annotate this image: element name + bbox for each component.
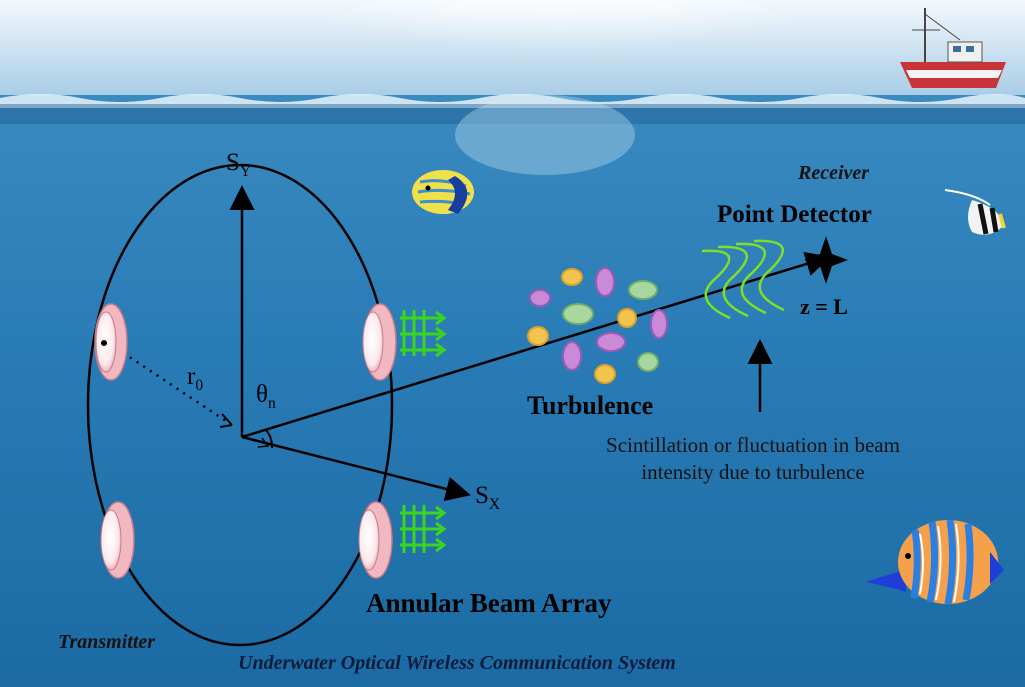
system-title: Underwater Optical Wireless Communicatio… [238, 652, 676, 674]
moorish-idol-fish-icon [944, 189, 1006, 235]
annular-ring [86, 163, 394, 647]
beam-arrows-bottom [400, 505, 447, 553]
fishing-boat-icon [900, 8, 1006, 88]
radius-label: r0 [187, 364, 203, 394]
angle-base: θ [256, 381, 268, 408]
turbulence-eddies [527, 267, 668, 384]
receiver-label: Receiver [798, 162, 870, 184]
z-distance-label: z = L [800, 294, 848, 319]
radius-sub: 0 [195, 377, 204, 394]
lens-top-right [362, 303, 397, 381]
scintillation-wavefronts [701, 239, 785, 320]
sx-axis [241, 435, 471, 502]
angle-sub: n [267, 395, 276, 412]
lens-bottom-left [100, 501, 135, 579]
sx-axis-label: SX [475, 483, 500, 513]
light-ray [455, 95, 635, 175]
sy-axis-sub: Y [239, 163, 252, 180]
four-point-star-icon [804, 236, 848, 284]
lens-bottom-right [358, 501, 393, 579]
radius-base: r [187, 363, 196, 390]
transmitter-label: Transmitter [58, 631, 156, 653]
angelfish-icon [412, 170, 474, 214]
sun-glow [320, 0, 800, 100]
sx-axis-base: S [475, 482, 489, 509]
beam-path-line [241, 251, 831, 439]
sy-axis-label: SY [226, 150, 251, 180]
point-detector-label: Point Detector [717, 201, 872, 228]
radius-arrow [219, 413, 233, 428]
surface-shadow [0, 104, 1025, 124]
beam-arrows-top [400, 310, 447, 358]
butterfly-fish-icon [866, 519, 1004, 605]
water-surface-wave [0, 94, 1025, 108]
turbulence-label: Turbulence [527, 391, 654, 420]
sx-axis-sub: X [488, 496, 501, 513]
angle-marker [257, 437, 270, 448]
angle-arc [265, 429, 274, 449]
annular-array-label: Annular Beam Array [366, 588, 612, 618]
sy-axis-base: S [226, 149, 240, 176]
lens-top-left [94, 303, 128, 381]
scintillation-caption: Scintillation or fluctuation in beam int… [606, 433, 900, 484]
radius-line [109, 342, 233, 427]
angle-label: θn [256, 382, 276, 412]
